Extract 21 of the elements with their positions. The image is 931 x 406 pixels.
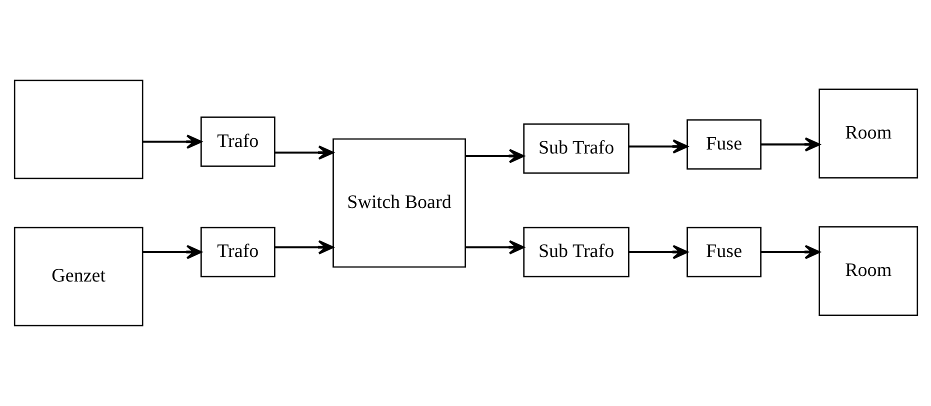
node-box bbox=[13, 80, 143, 180]
node-box: Genzet bbox=[13, 226, 143, 326]
node-box: Switch Board bbox=[332, 138, 466, 268]
node-box: Room bbox=[818, 88, 918, 178]
arrow bbox=[760, 244, 820, 260]
arrow bbox=[142, 134, 202, 149]
node-box: Sub Trafo bbox=[522, 226, 629, 278]
arrow bbox=[628, 244, 688, 260]
arrow bbox=[274, 145, 334, 160]
node-box: Sub Trafo bbox=[522, 123, 629, 174]
node-box: Trafo bbox=[200, 226, 275, 278]
node-box: Trafo bbox=[200, 116, 275, 167]
arrow bbox=[274, 240, 334, 254]
node-box: Room bbox=[818, 226, 918, 316]
arrow bbox=[465, 240, 524, 254]
arrow bbox=[760, 137, 820, 152]
arrow bbox=[465, 148, 524, 164]
arrow bbox=[628, 139, 688, 154]
node-box: Fuse bbox=[686, 226, 761, 278]
arrow bbox=[142, 244, 202, 260]
node-box: Fuse bbox=[686, 119, 761, 170]
